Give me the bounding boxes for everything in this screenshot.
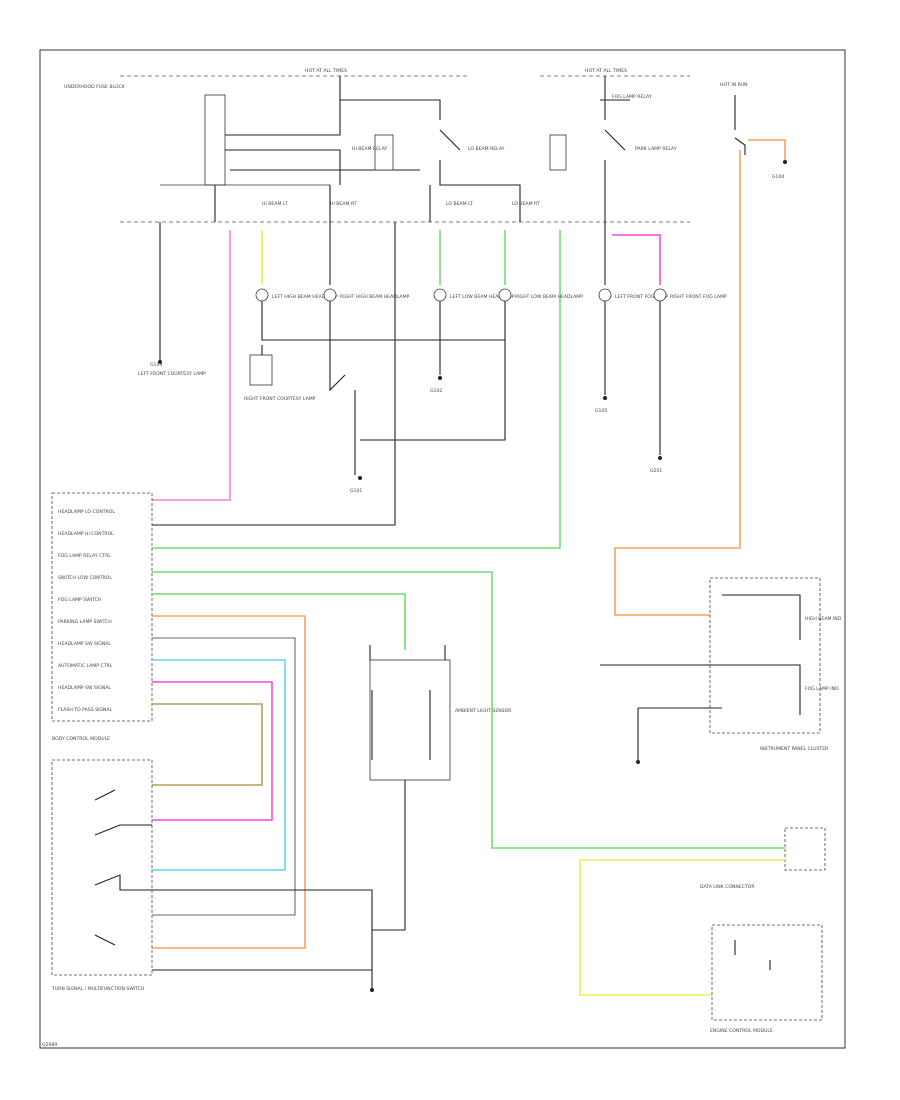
fog-relay-coil (549, 134, 567, 171)
ground-point-1 (158, 360, 162, 364)
bcm-pin-1: HEADLAMP LO CONTROL (58, 509, 115, 515)
top-bus-right-label: HOT AT ALL TIMES (585, 68, 627, 74)
ground-g104-label: G104 (772, 174, 784, 180)
right-courtesy-label: RIGHT FRONT COURTESY LAMP (244, 396, 316, 402)
lamp-right-fog-label: RIGHT FRONT FOG LAMP (670, 294, 727, 300)
ipc-item-1: HIGH BEAM IND (805, 616, 842, 622)
bcm-pin-10: FLASH TO PASS SIGNAL (58, 707, 112, 713)
wire-magenta-fog-rt (612, 234, 661, 285)
bcm-pin-8: AUTOMATIC LAMP CTRL (58, 663, 113, 669)
wire-tan-switch (152, 703, 263, 786)
wire-orange-switch (152, 615, 306, 949)
wire-green-sensor (152, 593, 406, 650)
ecm-label: ENGINE CONTROL MODULE (710, 1028, 773, 1034)
wire-yellow-ecm (579, 859, 785, 996)
corner-label: Q2989 (42, 1042, 57, 1048)
ground-switch (329, 340, 356, 475)
left-courtesy-label: LEFT FRONT COURTESY LAMP (138, 371, 206, 377)
wire-green-dlc (152, 571, 785, 849)
bcm-pin-6: PARKING LAMP SWITCH (58, 619, 112, 625)
bcm-pin-3: FOG LAMP RELAY CTRL (58, 553, 111, 559)
park-relay-label: PARK LAMP RELAY (635, 146, 677, 152)
hi-beam-relay-label: HI BEAM RELAY (352, 146, 387, 152)
bcm-box (51, 492, 153, 722)
hi-beam-return (261, 301, 505, 360)
ground-g102 (438, 376, 442, 380)
ground-switch-pt (370, 988, 374, 992)
ground-g103-label: G103 (150, 362, 162, 368)
right-power-label: HOT IN RUN (720, 82, 748, 88)
ground-switch-line (371, 780, 406, 988)
bcm-pin-9: HEADLAMP SW SIGNAL (58, 685, 111, 691)
ground-g201 (658, 456, 662, 460)
fuse-hi-rt-label: HI BEAM RT (330, 201, 357, 207)
ipc-box (709, 577, 821, 734)
lamp-right-high (323, 288, 337, 302)
fuse-lo-rt-label: LO BEAM RT (512, 201, 540, 207)
ipc-label: INSTRUMENT PANEL CLUSTER (760, 746, 829, 752)
top-bus-left-label: HOT AT ALL TIMES (305, 68, 347, 74)
ecm-internal (734, 940, 771, 970)
ipc-internal (600, 594, 801, 760)
dlc-box (784, 827, 826, 871)
ipc-item-2: FOG LAMP IND (805, 686, 839, 692)
wire-gray-switch (152, 637, 296, 916)
lamp-left-high-label: LEFT HIGH BEAM HEADLAMP (272, 294, 338, 300)
ground-g105-label: G105 (595, 408, 607, 414)
switch-box (51, 759, 153, 976)
wire-orange-right (614, 139, 786, 616)
lamp-right-low (498, 288, 512, 302)
ambient-sensor-box (369, 659, 451, 781)
relay-feed-right (600, 76, 630, 222)
hi-beam-relay (374, 134, 394, 171)
dlc-label: DATA LINK CONNECTOR (700, 884, 755, 890)
lo-beam-return (360, 301, 506, 441)
wire-cyan-switch (152, 659, 286, 871)
ground-g102-label: G102 (430, 388, 442, 394)
bcm-pin-7: HEADLAMP SW SIGNAL (58, 641, 111, 647)
ground-g101-label: G101 (350, 488, 362, 494)
lo-beam-relay-label: LO BEAM RELAY (468, 146, 505, 152)
lamp-left-fog (598, 288, 612, 302)
diagram-frame (39, 49, 846, 1049)
lamp-right-high-label: RIGHT HIGH BEAM HEADLAMP (340, 294, 410, 300)
wire-pink-bcm (152, 230, 231, 501)
left-courtesy-box (249, 354, 273, 386)
fuse-lo-lt-label: LO BEAM LT (446, 201, 473, 207)
ground-g104 (783, 160, 787, 164)
lamp-left-low (433, 288, 447, 302)
switch-label: TURN SIGNAL / MULTIFUNCTION SWITCH (51, 986, 144, 992)
sensor-internal (369, 645, 446, 760)
fuse-block-label: UNDERHOOD FUSE BLOCK (64, 84, 126, 90)
relay-block-left (204, 94, 226, 186)
lamp-right-fog (653, 288, 667, 302)
ecm-box (711, 924, 823, 1021)
ground-ipc (636, 760, 640, 764)
drop-fuse-mid (152, 222, 396, 526)
bcm-pin-2: HEADLAMP HI CONTROL (58, 531, 114, 537)
bcm-pin-5: FOG LAMP SWITCH (58, 597, 101, 603)
wire-green-fog (152, 230, 561, 549)
switch-contacts (94, 789, 373, 971)
ground-g201-label: G201 (650, 468, 662, 474)
fog-relay-label: FOG LAMP RELAY (612, 94, 652, 100)
fuse-hi-lt-label: HI BEAM LT (262, 201, 288, 207)
lamp-left-low-label: LEFT LOW BEAM HEADLAMP (450, 294, 515, 300)
right-power-feed (734, 95, 746, 155)
fog-return (604, 301, 661, 455)
ambient-sensor-label: AMBIENT LIGHT SENSOR (455, 708, 512, 714)
ground-g105 (603, 396, 607, 400)
bcm-label: BODY CONTROL MODULE (52, 736, 110, 742)
lamp-left-high (255, 288, 269, 302)
bcm-pin-4: SWITCH LOW CONTROL (58, 575, 112, 581)
lamp-left-fog-label: LEFT FRONT FOG LAMP (615, 294, 668, 300)
relay-feed-left (214, 76, 441, 222)
relay-switch-1 (429, 129, 521, 222)
lamp-right-low-label: RIGHT LOW BEAM HEADLAMP (515, 294, 583, 300)
wire-magenta-switch (152, 681, 273, 821)
ground-g101 (358, 476, 362, 480)
